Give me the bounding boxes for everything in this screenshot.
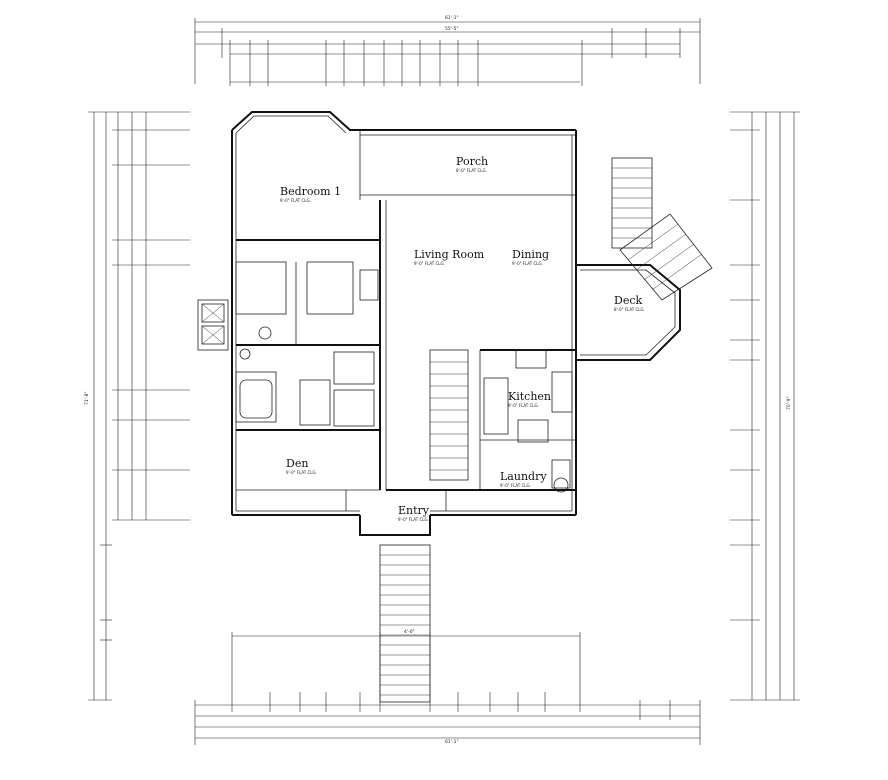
top-dimension-strings: 61'-1" 55'-5" [194, 15, 701, 86]
dim-stair-width: 4'-0" [404, 629, 415, 635]
room-label-kitchen: Kitchen [508, 390, 551, 403]
room-label-dining: Dining [512, 248, 549, 261]
ceiling-label-entry: 9'-0" FLAT CLG. [398, 517, 429, 522]
ceiling-label-deck: 8'-0" FLAT CLG. [614, 307, 645, 312]
dim-top-second: 55'-5" [445, 26, 459, 32]
room-label-entry: Entry [398, 504, 430, 517]
ceiling-label-porch: 8'-0" FLAT CLG. [456, 168, 487, 173]
interior-stair [430, 361, 468, 471]
room-label-porch: Porch [456, 155, 488, 168]
right-dimension-strings: 70'-9" [730, 111, 800, 701]
deck [576, 157, 713, 361]
room-label-bedroom-1: Bedroom 1 [280, 185, 341, 198]
room-label-laundry: Laundry [500, 470, 547, 483]
room-labels: Bedroom 1 9'-0" FLAT CLG. Porch 8'-0" FL… [280, 155, 645, 522]
bottom-dimension-strings: 61'-1" 4'-0" [194, 629, 701, 745]
dim-overall-bottom: 61'-1" [445, 739, 459, 745]
ceiling-label-kitchen: 9'-0" FLAT CLG. [508, 403, 539, 408]
ceiling-label-den: 9'-0" FLAT CLG. [286, 470, 317, 475]
dim-overall-right: 70'-9" [786, 396, 792, 410]
left-dimension-strings: 71'-8" [84, 111, 190, 701]
interior-walls [235, 130, 576, 511]
room-label-den: Den [286, 457, 308, 470]
dim-overall-top: 61'-1" [445, 15, 459, 21]
ceiling-label-dining: 9'-0" FLAT CLG. [512, 261, 543, 266]
ceiling-label-laundry: 9'-0" FLAT CLG. [500, 483, 531, 488]
entry-stair [379, 544, 431, 703]
room-label-deck: Deck [614, 294, 642, 307]
ceiling-label-living-room: 9'-0" FLAT CLG. [414, 261, 445, 266]
ceiling-label-bedroom-1: 9'-0" FLAT CLG. [280, 198, 311, 203]
hvac-units [197, 299, 229, 351]
dim-overall-left: 71'-8" [84, 391, 90, 405]
exterior-walls [231, 111, 577, 536]
room-label-living-room: Living Room [414, 248, 485, 261]
